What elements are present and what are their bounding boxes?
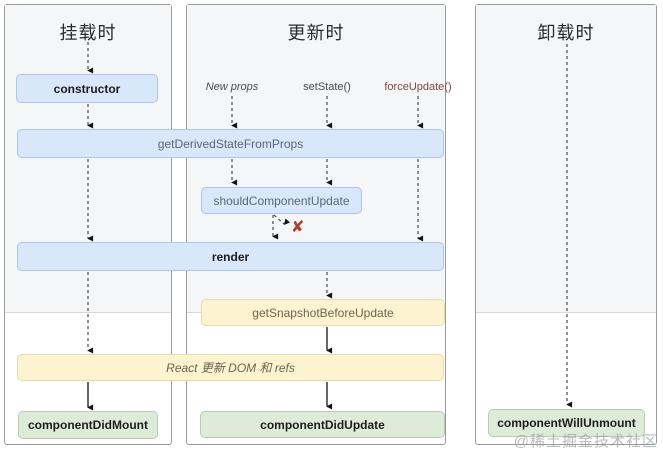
panel-unmounting-title: 卸载时: [537, 23, 595, 43]
panel-unmounting: 卸载时: [475, 4, 657, 445]
trigger-set-state: setState(): [303, 81, 351, 93]
box-constructor: constructor: [16, 74, 158, 103]
cancel-icon: ✘: [291, 219, 305, 236]
trigger-new-props: New props: [205, 81, 259, 93]
panel-unmounting-render-phase: [476, 5, 656, 313]
box-react-updates-dom: React 更新 DOM 和 refs: [17, 354, 444, 381]
box-component-did-mount: componentDidMount: [18, 411, 158, 439]
trigger-force-update: forceUpdate(): [384, 81, 452, 93]
panel-updating-title: 更新时: [287, 23, 345, 43]
box-get-snapshot-before-update: getSnapshotBeforeUpdate: [201, 299, 445, 326]
box-component-did-update: componentDidUpdate: [200, 411, 445, 438]
box-get-derived-state-from-props: getDerivedStateFromProps: [17, 129, 444, 158]
box-component-will-unmount: componentWillUnmount: [488, 409, 645, 437]
watermark: @稀土掘金技术社区: [513, 433, 658, 450]
box-render: render: [17, 242, 444, 271]
panel-mounting-title: 挂载时: [59, 23, 117, 43]
box-should-component-update: shouldComponentUpdate: [201, 187, 362, 214]
